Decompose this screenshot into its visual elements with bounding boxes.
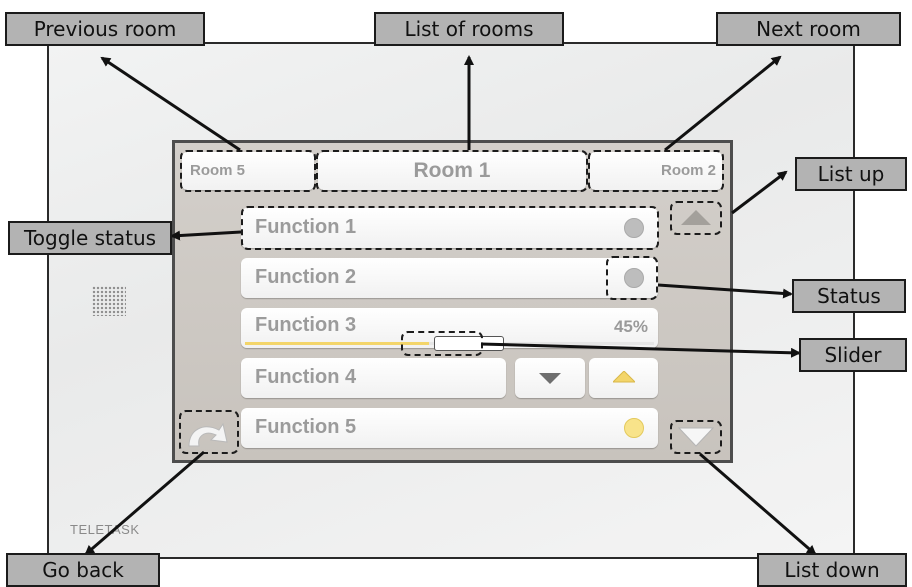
- slider-fill: [245, 342, 429, 345]
- list-down-button[interactable]: [673, 422, 719, 452]
- room-list-highlight: [316, 150, 588, 192]
- list-down-icon: [677, 427, 715, 447]
- triangle-up-icon: [613, 371, 635, 383]
- callout-toggle-status: Toggle status: [8, 221, 172, 255]
- screen-background: [175, 143, 730, 460]
- back-arrow-icon: [188, 422, 228, 447]
- function-label: Function 4: [255, 366, 357, 388]
- previous-room-label: Room 5: [190, 162, 246, 179]
- go-back-button[interactable]: [181, 412, 237, 452]
- speaker-grille: [92, 286, 126, 316]
- callout-go-back: Go back: [6, 553, 160, 587]
- function-row-4[interactable]: Function 4: [241, 358, 506, 398]
- status-highlight: [606, 256, 658, 300]
- current-room-label: Room 1: [413, 159, 491, 182]
- previous-room-button[interactable]: Room 5: [182, 152, 314, 190]
- callout-list-of-rooms: List of rooms: [374, 12, 564, 46]
- callout-list-down: List down: [757, 553, 907, 587]
- function-label: Function 5: [255, 416, 357, 438]
- next-room-highlight: [588, 150, 724, 192]
- next-room-button[interactable]: Room 2: [590, 152, 722, 190]
- status-indicator: [624, 218, 644, 238]
- function-row-5[interactable]: Function 5: [241, 408, 658, 448]
- function-label: Function 3: [255, 314, 357, 336]
- slider-value: 45%: [613, 317, 648, 336]
- function-label: Function 1: [255, 216, 357, 238]
- function-4-up-button[interactable]: [589, 358, 658, 398]
- go-back-highlight: [179, 410, 239, 454]
- function-row-2[interactable]: Function 2: [241, 258, 658, 298]
- toggle-status-highlight: [241, 206, 659, 250]
- next-room-label: Room 2: [660, 162, 716, 179]
- list-down-highlight: [670, 420, 722, 454]
- list-up-button[interactable]: [673, 203, 719, 233]
- previous-room-highlight: [180, 150, 316, 192]
- callout-slider: Slider: [799, 338, 907, 372]
- callout-previous-room: Previous room: [5, 12, 205, 46]
- function-row-1[interactable]: Function 1: [241, 208, 658, 248]
- brand-logo: TELETASK: [70, 522, 140, 537]
- list-up-highlight: [670, 201, 722, 235]
- function-row-3[interactable]: Function 3 45%: [241, 308, 658, 351]
- status-indicator: [624, 418, 644, 438]
- triangle-down-icon: [539, 373, 561, 384]
- callout-next-room: Next room: [716, 12, 901, 46]
- callout-status: Status: [792, 279, 906, 313]
- function-4-down-button[interactable]: [515, 358, 585, 398]
- list-up-icon: [681, 210, 711, 225]
- room-list-button[interactable]: Room 1: [318, 152, 586, 190]
- function-label: Function 2: [255, 266, 357, 288]
- status-indicator: [624, 268, 644, 288]
- callout-list-up: List up: [795, 157, 907, 191]
